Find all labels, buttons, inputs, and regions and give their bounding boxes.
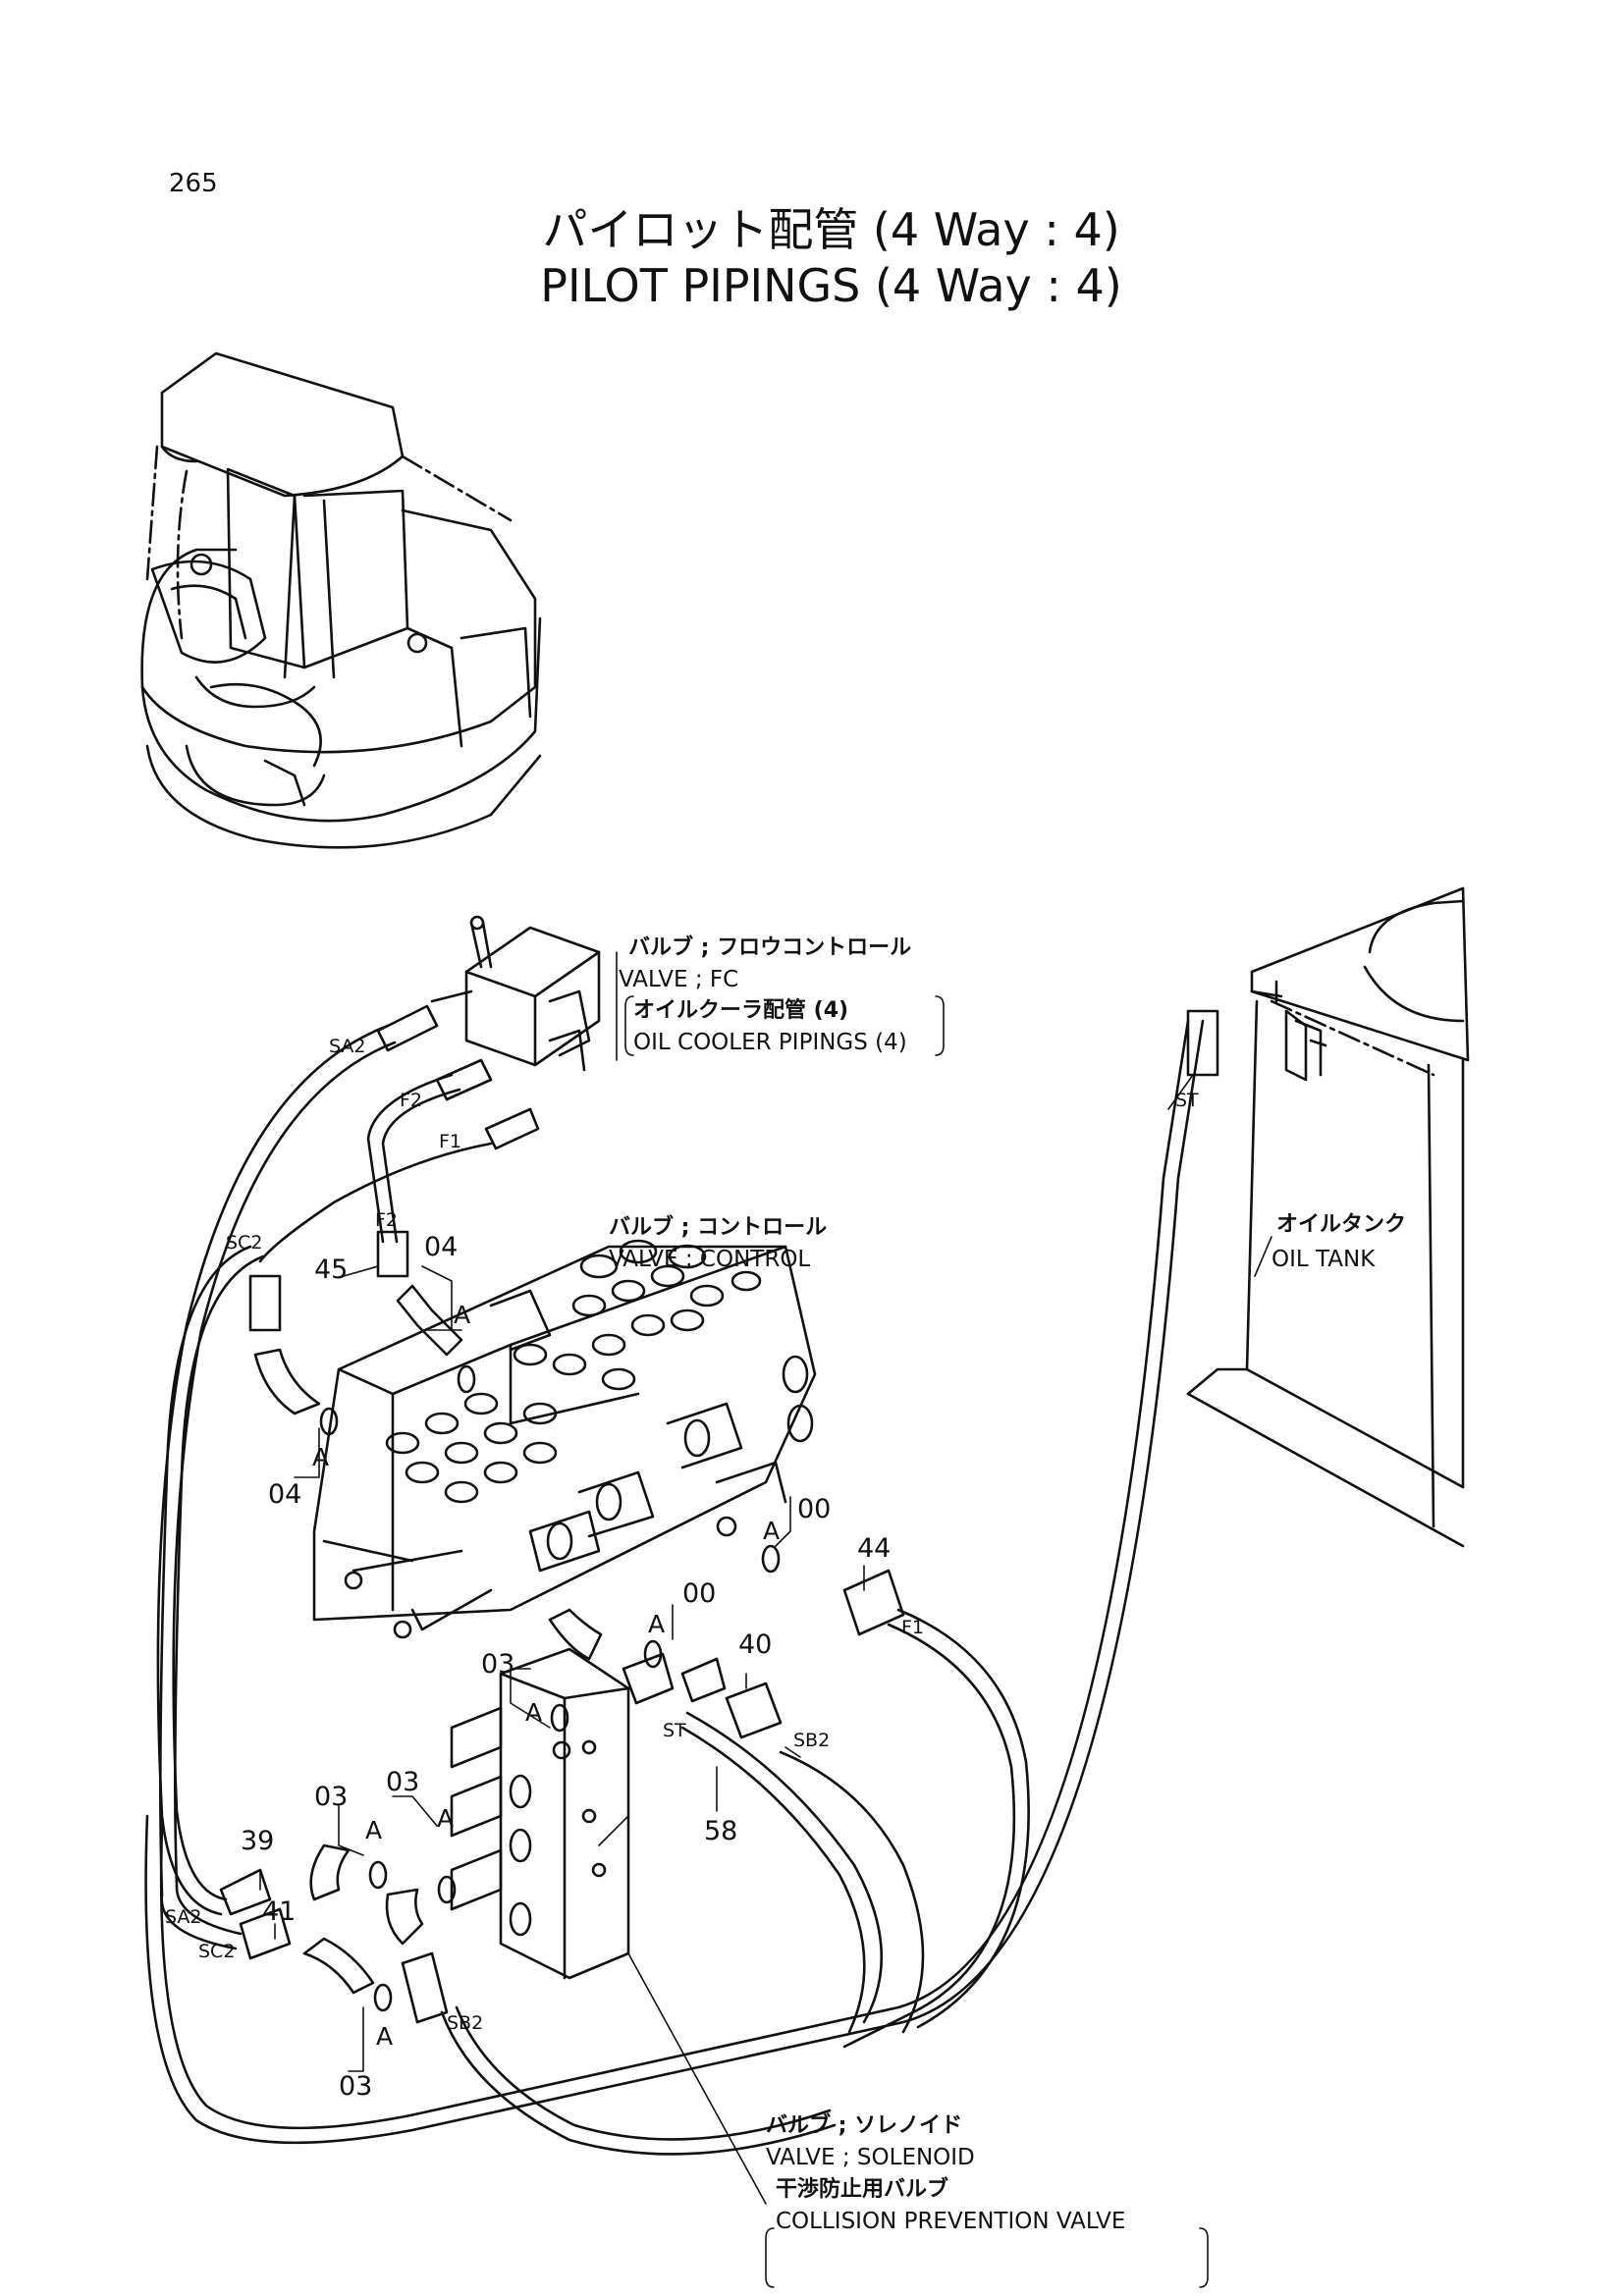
- control-valve-illustration: [312, 1239, 817, 1639]
- part-number-00-mid: 00: [682, 1578, 717, 1609]
- page-title-japanese: パイロット配管 (4 Way : 4): [542, 203, 1120, 256]
- label-valve-fc: VALVE ; FC: [619, 967, 739, 992]
- label-oil-tank-japanese: オイルタンク: [1276, 1212, 1407, 1237]
- label-oil-tank: OIL TANK: [1271, 1247, 1376, 1272]
- page-title-english: PILOT PIPINGS (4 Way : 4): [540, 259, 1122, 312]
- part-number-03-mid: 03: [386, 1767, 420, 1797]
- port-code-sb2-lower: SB2: [447, 2012, 484, 2034]
- port-code-st-tank: ST: [1175, 1090, 1199, 1111]
- flow-control-valve-illustration: [430, 915, 601, 1072]
- oring-letter-a: A: [648, 1610, 666, 1638]
- note-brackets: [624, 995, 1209, 2288]
- part-number-40: 40: [738, 1629, 773, 1660]
- oring-letter-a: A: [376, 2022, 394, 2051]
- port-code-sc2: SC2: [226, 1232, 263, 1254]
- label-oil-cooler-japanese: オイルクーラ配管 (4): [633, 998, 849, 1023]
- part-number-44: 44: [857, 1533, 892, 1564]
- label-oil-cooler-pipings: OIL COOLER PIPINGS (4): [633, 1030, 907, 1055]
- port-code-f1: F1: [439, 1131, 462, 1152]
- port-code-st: ST: [663, 1720, 686, 1741]
- port-code-f1-right: F1: [901, 1617, 925, 1638]
- part-number-00: 00: [797, 1494, 832, 1524]
- part-number-04-left: 04: [268, 1479, 302, 1510]
- oring-letter-a: A: [454, 1301, 471, 1329]
- port-code-f2-lower: F2: [375, 1209, 399, 1231]
- leader-lines: [259, 951, 1272, 2205]
- part-number-03-left: 03: [314, 1782, 349, 1812]
- port-code-sa2: SA2: [329, 1036, 366, 1057]
- label-collision-prevention-valve: COLLISION PREVENTION VALVE: [776, 2209, 1126, 2234]
- page-number: 265: [169, 169, 218, 198]
- label-collision-valve-japanese: 干渉防止用バルブ: [776, 2177, 949, 2202]
- part-number-03: 03: [481, 1649, 515, 1680]
- pilot-hoses: [144, 1019, 1205, 2156]
- oring-letter-a: A: [365, 1816, 383, 1844]
- hose-fittings: [219, 1004, 1219, 2024]
- oring-letter-a: A: [525, 1698, 543, 1727]
- machine-overview-illustration: [140, 351, 542, 849]
- part-number-03-bottom: 03: [339, 2071, 373, 2102]
- label-valve-control: VALVE ; CONTROL: [609, 1247, 811, 1272]
- port-code-sb2: SB2: [793, 1730, 831, 1751]
- part-number-41: 41: [262, 1896, 297, 1927]
- oring-letter-a: A: [437, 1804, 455, 1833]
- port-code-f2: F2: [400, 1090, 423, 1111]
- oil-tank-illustration: [1186, 886, 1470, 1548]
- part-number-39: 39: [241, 1826, 275, 1856]
- port-code-sa2-lower: SA2: [165, 1906, 202, 1928]
- part-number-04: 04: [424, 1232, 459, 1262]
- label-valve-control-japanese: バルブ ; コントロール: [609, 1215, 828, 1240]
- label-valve-fc-japanese: バルブ ; フロウコントロール: [628, 935, 912, 960]
- label-valve-solenoid-japanese: バルブ ; ソレノイド: [766, 2113, 963, 2138]
- part-number-58: 58: [704, 1816, 738, 1846]
- port-code-sc2-lower: SC2: [198, 1941, 236, 1962]
- oring-letter-a: A: [312, 1443, 330, 1471]
- part-number-45: 45: [314, 1255, 349, 1285]
- label-valve-solenoid: VALVE ; SOLENOID: [766, 2145, 975, 2170]
- oring-letter-a: A: [763, 1517, 781, 1545]
